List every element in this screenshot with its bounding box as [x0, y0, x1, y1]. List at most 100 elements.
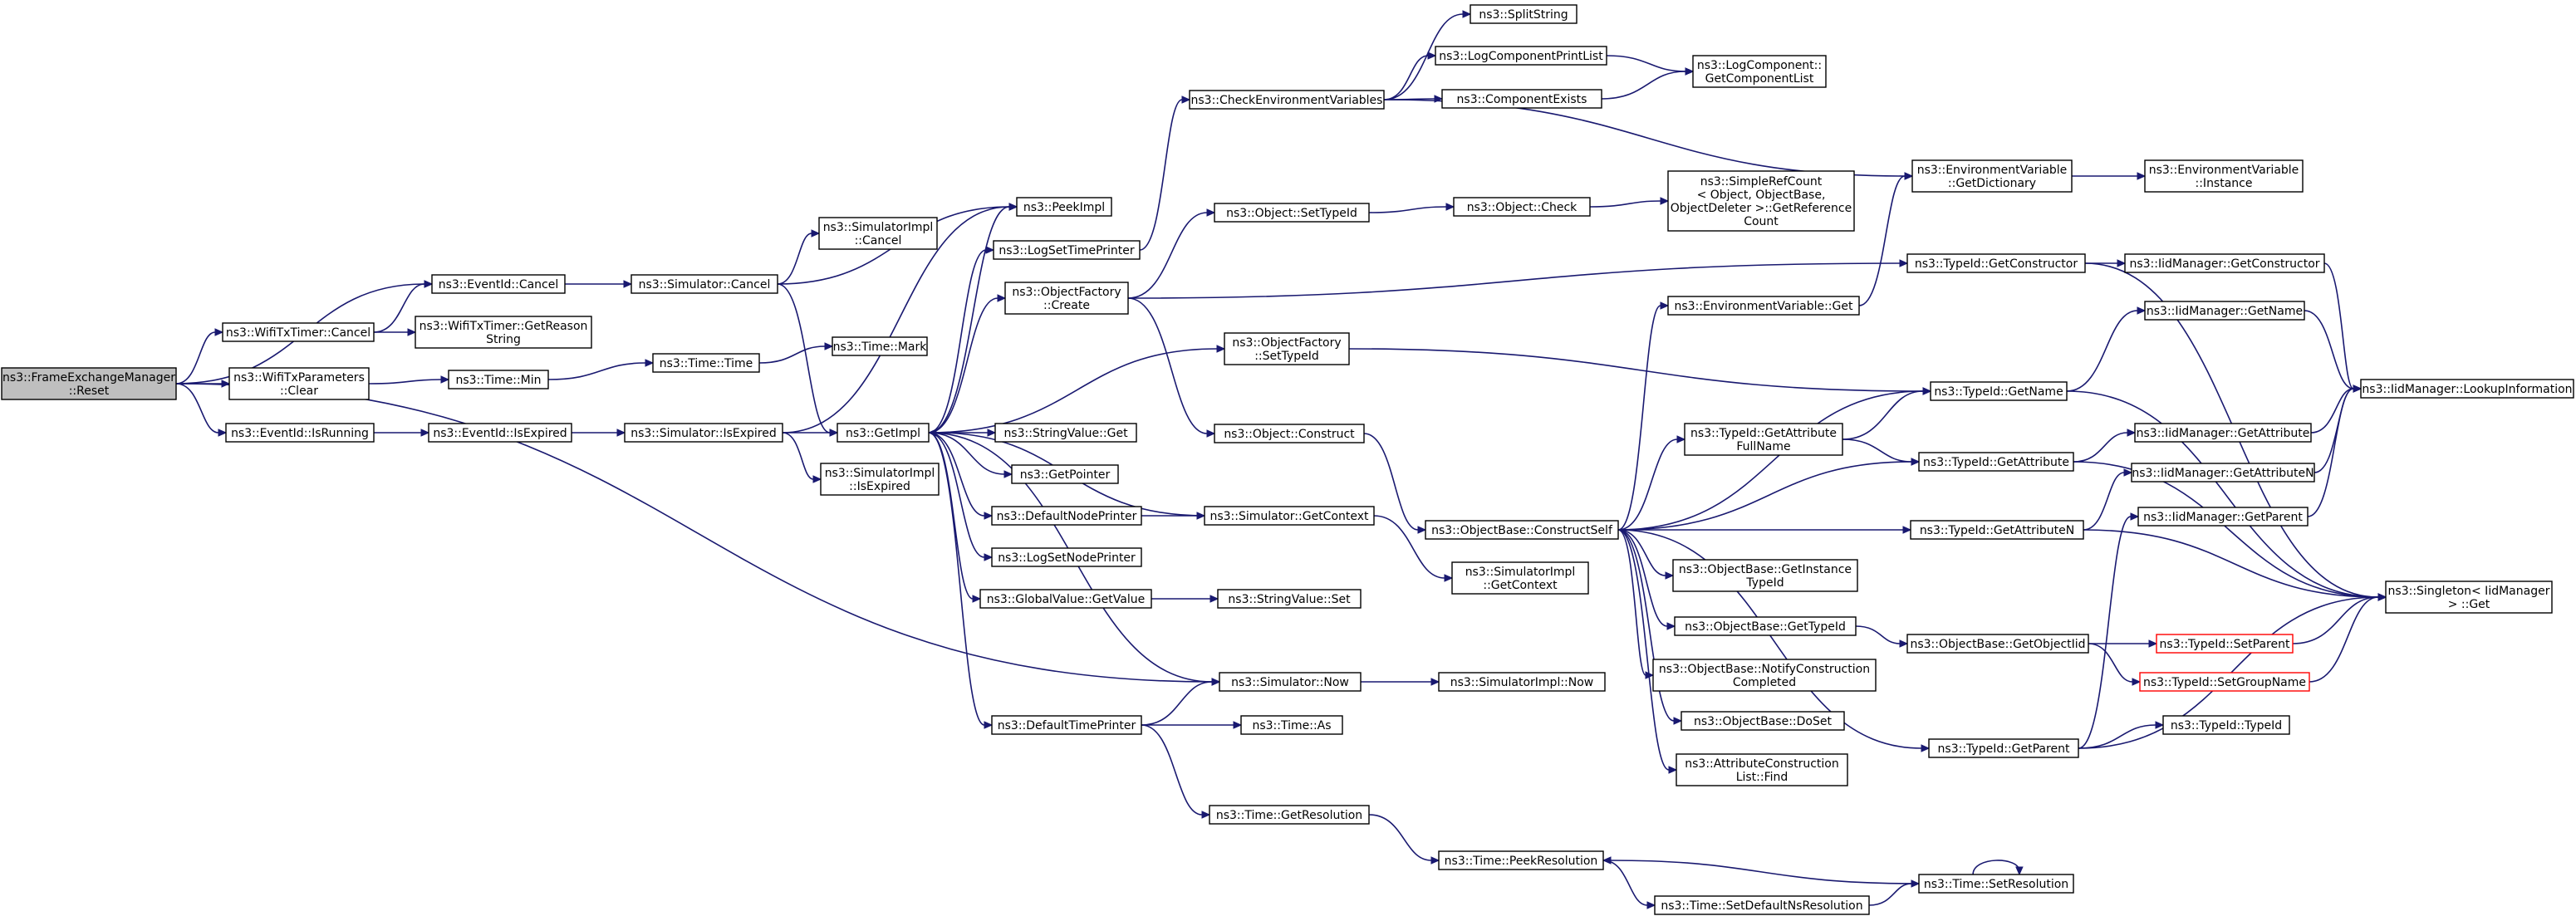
node-iidmgr_lookupinfo[interactable]: ns3::IidManager::LookupInformation	[2360, 379, 2574, 399]
node-object_settypeid[interactable]: ns3::Object::SetTypeId	[1214, 203, 1370, 223]
node-envvar_getdictionary[interactable]: ns3::EnvironmentVariable::GetDictionary	[1911, 159, 2073, 193]
node-object_construct[interactable]: ns3::Object::Construct	[1214, 424, 1365, 443]
node-getimpl[interactable]: ns3::GetImpl	[837, 423, 930, 443]
node-simimpl_getcontext[interactable]: ns3::SimulatorImpl::GetContext	[1451, 561, 1589, 595]
node-sim_getcontext[interactable]: ns3::Simulator::GetContext	[1204, 506, 1375, 526]
node-iidmgr_getattribute[interactable]: ns3::IidManager::GetAttribute	[2134, 423, 2312, 443]
node-time_as[interactable]: ns3::Time::As	[1240, 715, 1343, 735]
node-box	[1214, 424, 1365, 443]
node-componentexists[interactable]: ns3::ComponentExists	[1441, 89, 1602, 109]
node-label-line: ns3::IidManager::GetAttribute	[2137, 427, 2310, 440]
node-box	[820, 463, 940, 496]
node-iidmgr_getattributen[interactable]: ns3::IidManager::GetAttributeN	[2131, 463, 2315, 483]
node-time_setdefaultnsres[interactable]: ns3::Time::SetDefaultNsResolution	[1654, 895, 1870, 915]
node-defaulttimeprinter[interactable]: ns3::DefaultTimePrinter	[991, 715, 1142, 735]
node-time_peekresolution[interactable]: ns3::Time::PeekResolution	[1438, 850, 1604, 870]
node-objfactory_create[interactable]: ns3::ObjectFactory::Create	[1004, 282, 1129, 315]
node-sim_isexpired[interactable]: ns3::Simulator::IsExpired	[624, 423, 783, 443]
node-time_mark[interactable]: ns3::Time::Mark	[832, 336, 928, 356]
node-simplerefcount[interactable]: ns3::SimpleRefCount< Object, ObjectBase,…	[1667, 170, 1855, 232]
node-box	[428, 423, 572, 443]
node-label-line: > ::Get	[2448, 598, 2490, 611]
node-label-line: List::Find	[1736, 771, 1788, 784]
node-objbase_getobjectiid[interactable]: ns3::ObjectBase::GetObjectIid	[1906, 634, 2089, 654]
node-iidmgr_getparent[interactable]: ns3::IidManager::GetParent	[2137, 507, 2309, 527]
node-iidmgr_getname[interactable]: ns3::IidManager::GetName	[2144, 301, 2305, 321]
node-typeid_setgroupname[interactable]: ns3::TypeId::SetGroupName	[2139, 672, 2310, 692]
node-eventid_isrunning[interactable]: ns3::EventId::IsRunning	[225, 423, 375, 443]
node-typeid_getattributen[interactable]: ns3::TypeId::GetAttributeN	[1910, 520, 2084, 540]
edge-arrowhead	[824, 342, 834, 350]
node-simimpl_now[interactable]: ns3::SimulatorImpl::Now	[1438, 672, 1606, 692]
node-typeid_getparent[interactable]: ns3::TypeId::GetParent	[1928, 738, 2079, 758]
node-time_setresolution[interactable]: ns3::Time::SetResolution	[1918, 874, 2074, 894]
node-splitstring[interactable]: ns3::SplitString	[1470, 4, 1577, 24]
node-stringvalue_get[interactable]: ns3::StringValue::Get	[994, 423, 1137, 443]
node-wifitxtimer_cancel[interactable]: ns3::WifiTxTimer::Cancel	[222, 322, 375, 342]
node-sim_cancel[interactable]: ns3::Simulator::Cancel	[631, 274, 778, 294]
node-typeid_getname[interactable]: ns3::TypeId::GetName	[1930, 381, 2068, 401]
node-time_getresolution[interactable]: ns3::Time::GetResolution	[1209, 805, 1370, 825]
node-label-line: ns3::Object::Construct	[1224, 428, 1355, 441]
node-wifitxparams_clear[interactable]: ns3::WifiTxParameters::Clear	[228, 367, 370, 400]
node-label-line: ::Clear	[280, 385, 318, 398]
node-simimpl_cancel[interactable]: ns3::SimulatorImpl::Cancel	[818, 217, 938, 250]
edge-defaulttimeprinter-to-sim_now	[1141, 681, 1213, 726]
edge-time_setdefaultnsres-to-time_setresolution	[1868, 883, 1912, 906]
node-box	[1209, 805, 1370, 825]
edge-objbase_constructself-to-typeid_getparent	[1617, 529, 1922, 749]
node-objfactory_settypeid[interactable]: ns3::ObjectFactory::SetTypeId	[1224, 332, 1350, 365]
edge-arrowhead	[1904, 172, 1914, 180]
node-objbase_gettypeid[interactable]: ns3::ObjectBase::GetTypeId	[1674, 616, 1857, 636]
node-eventid_cancel[interactable]: ns3::EventId::Cancel	[431, 274, 566, 294]
edge-arrowhead	[616, 429, 626, 437]
edge-iidmgr_getattribute-to-iidmgr_lookupinfo	[2310, 388, 2354, 434]
edge-arrowhead	[984, 553, 994, 561]
node-iidmgr_getconstructor[interactable]: ns3::IidManager::GetConstructor	[2124, 253, 2325, 273]
node-typeid_getconstructor[interactable]: ns3::TypeId::GetConstructor	[1906, 253, 2086, 273]
edge-arrowhead	[2377, 593, 2387, 601]
node-peekimpl[interactable]: ns3::PeekImpl	[1016, 197, 1112, 217]
node-label-line: ns3::Time::PeekResolution	[1445, 855, 1598, 868]
edge-arrowhead	[1430, 856, 1440, 865]
node-box	[991, 506, 1142, 526]
node-globalvalue_getvalue[interactable]: ns3::GlobalValue::GetValue	[979, 589, 1152, 609]
node-label-line: ::Reset	[69, 385, 110, 398]
node-label-line: ns3::Time::SetResolution	[1924, 878, 2068, 891]
node-box	[1217, 589, 1362, 609]
node-time_min[interactable]: ns3::Time::Min	[448, 370, 549, 389]
node-getpointer[interactable]: ns3::GetPointer	[1011, 464, 1119, 484]
node-typeid_getattribute[interactable]: ns3::TypeId::GetAttribute	[1918, 452, 2074, 472]
node-reset[interactable]: ns3::FrameExchangeManager::Reset	[1, 367, 177, 400]
node-object_check[interactable]: ns3::Object::Check	[1453, 197, 1591, 217]
node-defaultnodeprinter[interactable]: ns3::DefaultNodePrinter	[991, 506, 1142, 526]
node-singleton_get[interactable]: ns3::Singleton< IidManager> ::Get	[2385, 581, 2553, 614]
node-label-line: ::GetContext	[1483, 579, 1558, 592]
node-eventid_isexpired[interactable]: ns3::EventId::IsExpired	[428, 423, 572, 443]
node-typeid_typeid[interactable]: ns3::TypeId::TypeId	[2162, 715, 2290, 735]
node-logsettimeprinter[interactable]: ns3::LogSetTimePrinter	[993, 240, 1141, 260]
edge-typeid_getattrfullname-to-typeid_getattribute	[1842, 438, 1912, 463]
edge-checkenvvars-to-splitstring	[1383, 13, 1464, 100]
edge-arrowhead	[987, 429, 997, 437]
node-objbase_notifyconstruction[interactable]: ns3::ObjectBase::NotifyConstructionCompl…	[1652, 659, 1877, 692]
node-logcomponentprintlist[interactable]: ns3::LogComponentPrintList	[1435, 46, 1607, 66]
node-objbase_doset[interactable]: ns3::ObjectBase::DoSet	[1681, 711, 1845, 731]
node-label-line: ns3::TypeId::GetName	[1934, 385, 2063, 399]
node-stringvalue_set[interactable]: ns3::StringValue::Set	[1217, 589, 1362, 609]
node-envvar_get[interactable]: ns3::EnvironmentVariable::Get	[1667, 296, 1860, 316]
node-time_time[interactable]: ns3::Time::Time	[652, 353, 760, 373]
node-envvar_instance[interactable]: ns3::EnvironmentVariable::Instance	[2144, 159, 2304, 193]
node-objbase_constructself[interactable]: ns3::ObjectBase::ConstructSelf	[1425, 520, 1619, 540]
edge-arrowhead	[927, 429, 937, 437]
node-sim_now[interactable]: ns3::Simulator::Now	[1219, 672, 1362, 692]
node-logcomponent_getlist[interactable]: ns3::LogComponent::GetComponentList	[1692, 55, 1827, 88]
node-logsetnodeprinter[interactable]: ns3::LogSetNodePrinter	[991, 547, 1142, 567]
node-typeid_setparent[interactable]: ns3::TypeId::SetParent	[2156, 634, 2294, 654]
node-checkenvvars[interactable]: ns3::CheckEnvironmentVariables	[1189, 90, 1385, 110]
node-simimpl_isexpired[interactable]: ns3::SimulatorImpl::IsExpired	[820, 463, 940, 496]
